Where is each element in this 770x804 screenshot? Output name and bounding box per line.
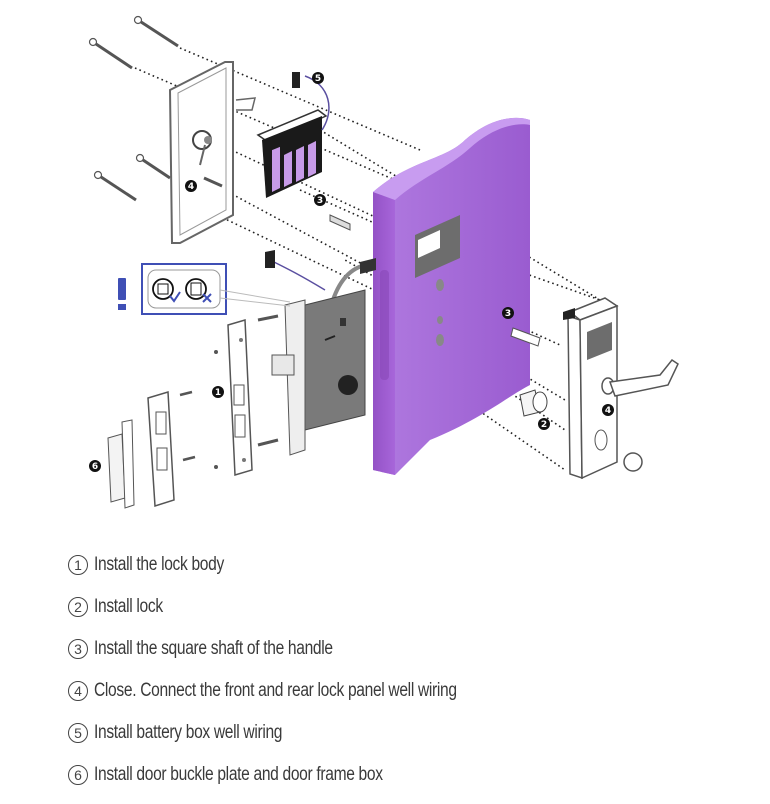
lock-face-plate: 1 [212,319,253,476]
step-number: 4 [68,681,88,701]
mounting-screws [88,15,179,202]
front-lock-panel: 4 [563,297,619,480]
door-panel [373,117,530,475]
step-item: 1 Install the lock body [68,544,536,586]
step-text: Install door buckle plate and door frame… [94,764,383,785]
orientation-warning [118,263,291,315]
square-shaft-top: 3 [314,194,351,231]
step-text: Close. Connect the front and rear lock p… [94,680,457,701]
installation-steps: 1 Install the lock body 2 Install lock 3… [68,544,536,796]
step-number: 3 [68,639,88,659]
door-handle-lever [601,358,679,397]
battery-box: 5 [256,72,330,198]
step-number: 6 [68,765,88,785]
step-text: Install battery box well wiring [94,722,283,743]
step-item: 6 Install door buckle plate and door fra… [68,754,536,796]
incorrect-orientation-icon [185,278,207,300]
correct-orientation-icon [152,278,174,300]
mortise-lock-body [257,289,366,456]
keyhole-cover [623,452,643,472]
step-number: 2 [68,597,88,617]
step-text: Install lock [94,596,163,617]
step-item: 5 Install battery box well wiring [68,712,536,754]
callout-4-front: 4 [605,406,611,416]
callout-3-top: 3 [317,196,323,206]
step-item: 4 Close. Connect the front and rear lock… [68,670,536,712]
callout-2: 2 [541,420,547,430]
door-frame-box: 6 [89,419,135,509]
callout-3: 3 [505,309,511,319]
callout-1: 1 [215,388,221,398]
step-number: 1 [68,555,88,575]
rear-lock-panel: 4 [168,61,256,244]
lock-cylinder: 2 [519,389,550,430]
square-shaft-handle: 3 [502,307,541,347]
step-item: 3 Install the square shaft of the handle [68,628,536,670]
door-strike-plate [147,390,196,508]
lock-installation-diagram: 4 5 3 [88,15,679,509]
callout-6: 6 [92,462,98,472]
step-text: Install the square shaft of the handle [94,638,333,659]
callout-4-rear: 4 [188,182,194,192]
step-item: 2 Install lock [68,586,536,628]
lock-body-wiring [265,250,376,311]
callout-5: 5 [315,74,321,84]
step-number: 5 [68,723,88,743]
step-text: Install the lock body [94,554,224,575]
exclamation-icon [118,278,126,300]
